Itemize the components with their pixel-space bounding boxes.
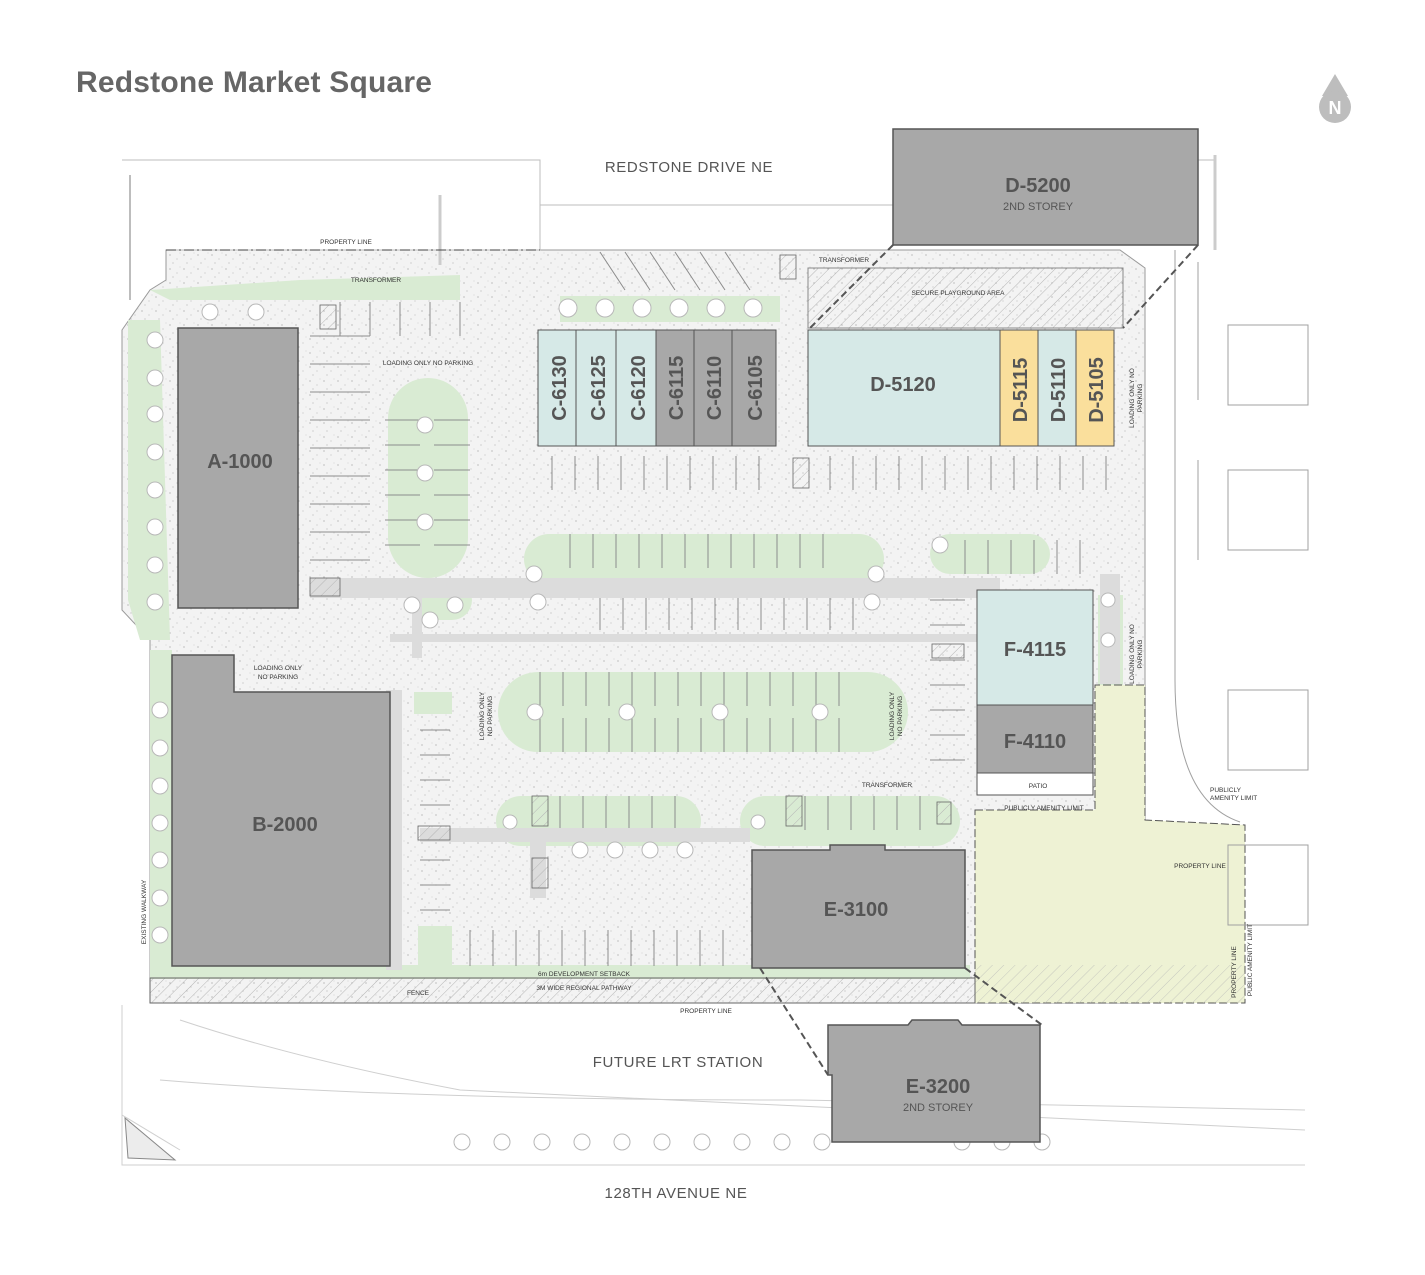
hatched-zones xyxy=(309,254,965,889)
parking-stalls xyxy=(310,251,1107,966)
loading-label-e1: LOADING ONLY NO xyxy=(1129,368,1136,428)
unit-c-6125-label: C-6125 xyxy=(588,355,610,421)
public-amenity-label-vertical: PUBLIC AMENITY LIMIT xyxy=(1247,924,1254,996)
building-a-1000-label: A-1000 xyxy=(207,451,273,473)
unit-c-6115[interactable] xyxy=(655,329,695,447)
unit-c-6125[interactable] xyxy=(575,329,617,447)
unit-c-6110[interactable] xyxy=(693,329,733,447)
patio-label: PATIO xyxy=(1029,783,1048,790)
building-d-5200-sublabel: 2ND STOREY xyxy=(1003,201,1074,213)
transformer-label-nw: TRANSFORMER xyxy=(351,277,402,284)
residential-context xyxy=(1174,250,1309,926)
unit-c-6120-label: C-6120 xyxy=(628,355,650,421)
amenity-limit-label: PUBLICLY AMENITY LIMIT xyxy=(1004,805,1083,812)
building-e-3200-sublabel: 2ND STOREY xyxy=(903,1102,974,1114)
loading-label-f1: LOADING ONLY NO xyxy=(1129,624,1136,684)
unit-d-5120[interactable] xyxy=(807,329,1001,447)
building-a-1000[interactable]: A-1000 xyxy=(177,327,299,609)
trees xyxy=(146,298,1116,1151)
unit-d-5110[interactable] xyxy=(1037,329,1077,447)
property-line-label-vertical: PROPERTY LINE xyxy=(1231,945,1238,997)
unit-c-6130-label: C-6130 xyxy=(549,355,571,421)
loading-label-c4: NO PARKING xyxy=(897,696,904,736)
playground-area xyxy=(807,267,1124,329)
loading-label-e2: PARKING xyxy=(1137,384,1144,413)
playground-label: SECURE PLAYGROUND AREA xyxy=(911,290,1005,297)
unit-f-4115-label: F-4115 xyxy=(1004,639,1066,661)
building-e-3200-label: E-3200 xyxy=(906,1076,971,1098)
building-d-5200[interactable]: D-5200 2ND STOREY xyxy=(892,128,1199,246)
road-label-south: 128TH AVENUE NE xyxy=(605,1185,748,1202)
unit-d-5120-label: D-5120 xyxy=(870,374,936,396)
lrt-label: FUTURE LRT STATION xyxy=(593,1054,764,1071)
dashed-connectors xyxy=(759,244,1199,1076)
south-island-icon xyxy=(124,1116,177,1161)
building-e-3100-label: E-3100 xyxy=(824,899,889,921)
unit-c-6130[interactable] xyxy=(537,329,577,447)
setback-label: 6m DEVELOPMENT SETBACK xyxy=(538,971,631,978)
unit-d-5105[interactable] xyxy=(1075,329,1115,447)
public-amenity-area xyxy=(974,684,1246,1004)
unit-c-6120[interactable] xyxy=(615,329,657,447)
unit-c-6115-label: C-6115 xyxy=(666,356,688,421)
building-b-2000-label: B-2000 xyxy=(252,814,318,836)
patio xyxy=(976,772,1094,796)
walkway-label: EXISTING WALKWAY xyxy=(141,879,148,944)
loading-label-c2: NO PARKING xyxy=(487,696,494,736)
unit-c-6110-label: C-6110 xyxy=(704,356,726,421)
property-line-label-east: PROPERTY LINE xyxy=(1174,863,1226,870)
unit-c-6105-label: C-6105 xyxy=(745,355,767,421)
building-f-units: F-4115 F-4110 xyxy=(976,589,1094,796)
transformer-label-n: TRANSFORMER xyxy=(819,257,870,264)
page-title: Redstone Market Square xyxy=(76,66,433,99)
unit-d-5115-label: D-5115 xyxy=(1010,358,1032,423)
loading-label-w1: LOADING ONLY xyxy=(254,665,303,672)
unit-d-5110-label: D-5110 xyxy=(1048,358,1070,423)
road-label-north: REDSTONE DRIVE NE xyxy=(605,159,773,176)
building-e-3100[interactable]: E-3100 xyxy=(751,844,966,969)
north-arrow-icon: N xyxy=(1319,74,1351,123)
property-line-label-south: PROPERTY LINE xyxy=(680,1008,732,1015)
building-e-3200[interactable]: E-3200 2ND STOREY xyxy=(827,1019,1041,1143)
building-d-units: D-5120 D-5115 D-5110 D-5105 xyxy=(807,329,1115,447)
amenity-limit-label-e1: PUBLICLY xyxy=(1210,787,1242,794)
unit-c-6105[interactable] xyxy=(731,329,777,447)
loading-label-c1: LOADING ONLY xyxy=(479,691,486,740)
pathway-label: 3M WIDE REGIONAL PATHWAY xyxy=(536,985,632,992)
unit-d-5105-label: D-5105 xyxy=(1086,357,1108,423)
unit-f-4110-label: F-4110 xyxy=(1004,731,1066,753)
building-d-5200-label: D-5200 xyxy=(1005,175,1071,197)
loading-label-nw: LOADING ONLY NO PARKING xyxy=(383,360,473,367)
building-c-units: C-6130 C-6125 C-6120 C-6115 C-6110 C-610… xyxy=(537,329,777,447)
north-arrow-letter: N xyxy=(1329,98,1342,118)
property-line-label-north: PROPERTY LINE xyxy=(320,239,372,246)
building-b-2000[interactable]: B-2000 xyxy=(171,654,391,967)
loading-label-f2: PARKING xyxy=(1137,640,1144,669)
unit-f-4115[interactable] xyxy=(976,589,1094,706)
loading-label-w2: NO PARKING xyxy=(258,674,298,681)
south-road-lines xyxy=(121,1005,1306,1166)
transformer-label-s: TRANSFORMER xyxy=(862,782,913,789)
regional-pathway xyxy=(149,977,976,1004)
amenity-limit-label-e2: AMENITY LIMIT xyxy=(1210,795,1257,802)
loading-label-c3: LOADING ONLY xyxy=(889,691,896,740)
fence-label: FENCE xyxy=(407,990,430,997)
